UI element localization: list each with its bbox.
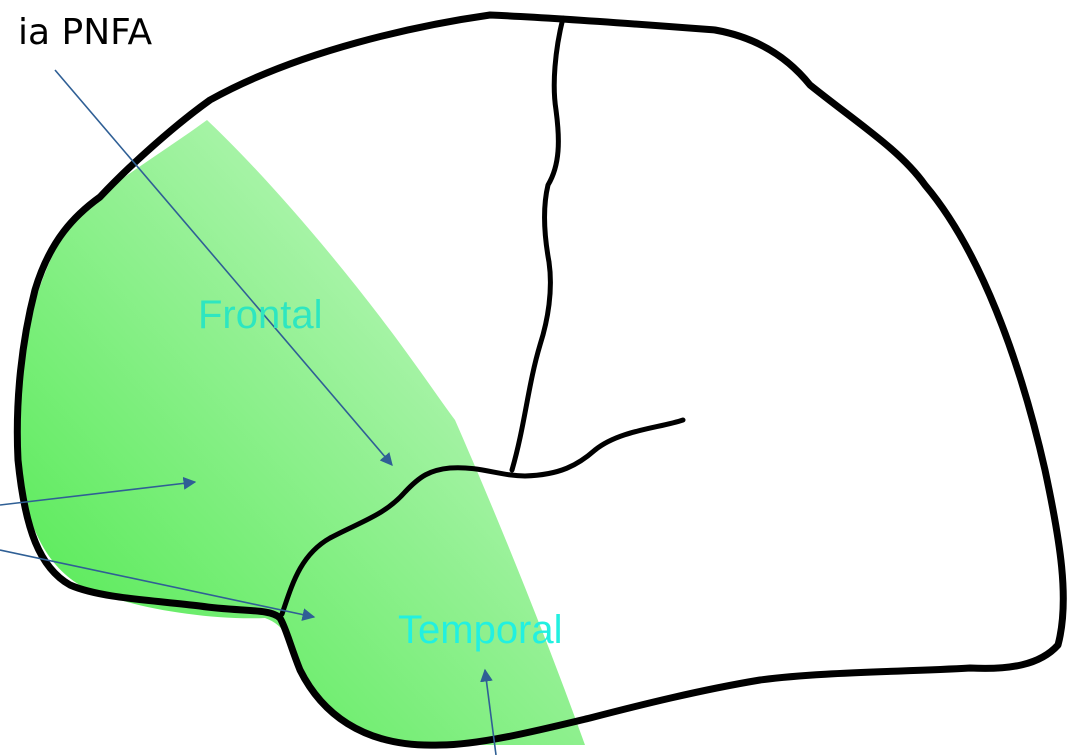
temporal-lobe-label: Temporal: [398, 608, 563, 652]
frontal-lobe-label: Frontal: [198, 293, 323, 337]
diagram-caption: ia PNFA: [18, 12, 153, 53]
central-sulcus: [512, 18, 563, 470]
